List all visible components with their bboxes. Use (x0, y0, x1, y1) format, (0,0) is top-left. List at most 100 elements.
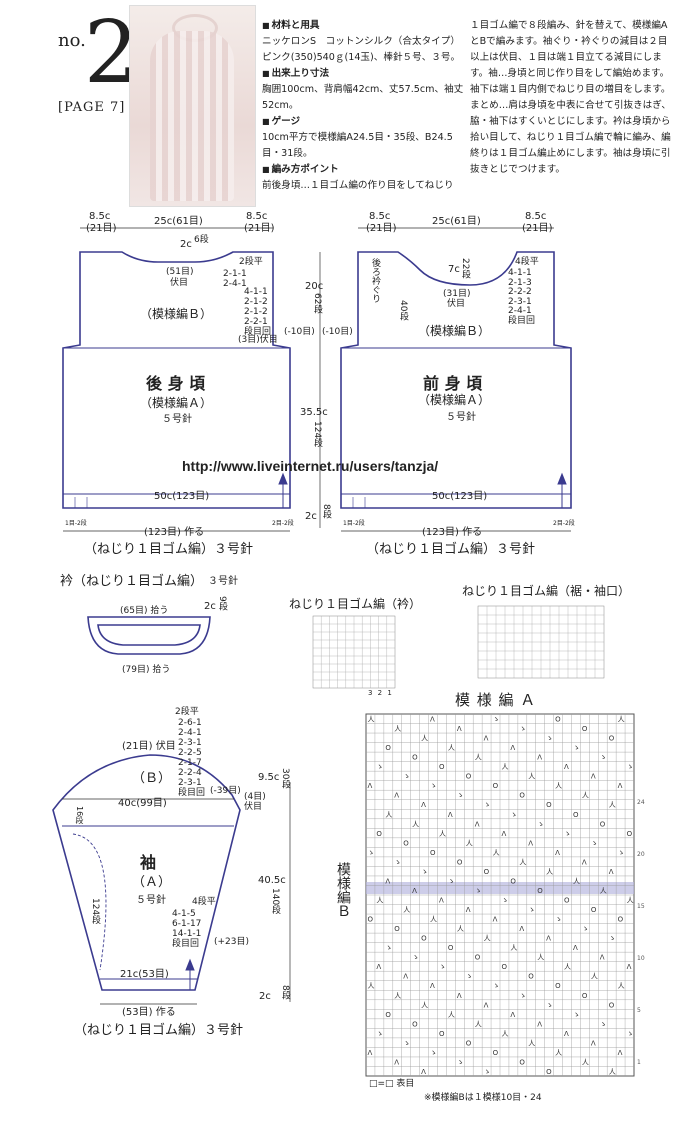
stitch-symbol: O (484, 868, 490, 876)
yoke-height-rows: 62段 (312, 293, 322, 314)
sleeve-body-height-cm: 40.5c (258, 875, 286, 886)
stitch-symbol: ゝ (430, 782, 437, 790)
sleeve-inc: 4-1-5 6-1-17 14-1-1 段目回 (172, 909, 202, 949)
front-neck-dec: 4-1-1 2-1-3 2-2-2 2-3-1 2-4-1 段目回 (508, 268, 536, 326)
back-pattern-b: （模様編Ｂ） (140, 307, 213, 321)
stitch-symbol: O (448, 944, 454, 952)
stitch-symbol: Λ (421, 1068, 426, 1076)
stitch-symbol: O (475, 954, 481, 962)
stitch-symbol: ゝ (368, 849, 375, 857)
method-text: 前後身頃…１目ゴム編の作り目をしてねじり (262, 180, 454, 191)
stitch-symbol: ゝ (573, 1011, 580, 1019)
back-top-right-width: 8.5c (246, 211, 268, 222)
front-pattern-a: （模様編Ａ） (418, 393, 491, 407)
stitch-symbol: O (555, 716, 561, 724)
stitch-symbol: 人 (430, 916, 437, 924)
stitch-symbol: ゝ (412, 954, 419, 962)
stitch-symbol: Λ (609, 868, 614, 876)
stitch-symbol: ゝ (484, 1068, 491, 1076)
stitch-symbol: O (582, 725, 588, 733)
stitch-symbol: O (600, 820, 606, 828)
stitch-symbol: 人 (475, 754, 482, 762)
sleeve-pattern-a: （Ａ） (132, 875, 172, 890)
stitch-symbol: Λ (555, 849, 560, 857)
stitch-symbol: 人 (582, 792, 589, 800)
stitch-symbol: ゝ (528, 906, 535, 914)
front-neck-dec-head: 4段平 (515, 257, 539, 267)
stitch-symbol: 人 (573, 877, 580, 885)
stitch-symbol: 人 (466, 839, 473, 847)
stitch-symbol: 人 (600, 887, 607, 895)
stitch-symbol: 人 (519, 858, 526, 866)
stitch-symbol: Λ (519, 925, 524, 933)
stitch-symbol: 人 (546, 868, 553, 876)
stitch-symbol: O (609, 735, 615, 743)
stitch-symbol: 人 (412, 820, 419, 828)
back-neck-dec: 2-1-1 2-4-1 (223, 269, 247, 289)
stitch-symbol: ゝ (546, 1001, 553, 1009)
stitch-symbol: O (439, 1030, 445, 1038)
stitch-symbol: Λ (376, 963, 381, 971)
stitch-symbol: O (510, 877, 516, 885)
stitch-symbol: 人 (394, 992, 401, 1000)
stitch-symbol: Λ (394, 792, 399, 800)
back-neck-cm: 2c (180, 239, 192, 250)
stitch-symbol: O (573, 811, 579, 819)
stitch-symbol: Λ (484, 1001, 489, 1009)
rib-collar-chart-title: ねじり１目ゴム編（衿） (289, 597, 422, 611)
stitch-symbol: O (412, 754, 418, 762)
stitch-symbol: 人 (618, 716, 625, 724)
back-minus10: (-10目) (284, 327, 315, 337)
stitch-symbol: O (466, 1039, 472, 1047)
size-heading: 出来上り寸法 (262, 66, 467, 82)
stitch-symbol: O (385, 1011, 391, 1019)
front-top-right-width: 8.5c (525, 211, 547, 222)
collar-needle: ３号針 (208, 576, 238, 587)
stitch-symbol: Λ (368, 1049, 373, 1057)
materials-info: 材料と用具 ニッケロンS コットンシルク（合太タイプ）ピンク(350)540ｇ(… (262, 18, 467, 194)
stitch-symbol: O (519, 1058, 525, 1066)
stitch-symbol: 人 (537, 954, 544, 962)
chart-legend: □=□ 表目 (369, 1079, 415, 1089)
stitch-symbol: 人 (439, 830, 446, 838)
stitch-symbol: O (466, 773, 472, 781)
front-minus10: (-10目) (322, 327, 353, 337)
stitch-symbol: O (493, 782, 499, 790)
stitch-symbol: ゝ (466, 973, 473, 981)
back-pattern-a: （模様編Ａ） (140, 396, 213, 410)
rib-height-cm: 2c (305, 511, 317, 522)
stitch-symbol: 人 (555, 1049, 562, 1057)
back-corner-right: 2目-2段 (272, 520, 294, 527)
sleeve-needle: ５号針 (136, 895, 166, 906)
chart-row-number: 15 (637, 903, 645, 910)
sleeve-rib-height-cm: 2c (259, 991, 271, 1002)
gauge-text: 10cm平方で模様編A24.5目・35段、B24.5目・31段。 (262, 132, 453, 159)
stitch-symbol: ゝ (609, 935, 616, 943)
stitch-symbol: Λ (466, 906, 471, 914)
pattern-a-title: 模 様 編 Ａ (455, 691, 537, 709)
stitch-symbol: Λ (537, 754, 542, 762)
stitch-symbol: O (421, 935, 427, 943)
stitch-symbol: Λ (618, 1049, 623, 1057)
stitch-symbol: ゝ (627, 1030, 634, 1038)
front-top-left-stitches: (21目) (366, 223, 397, 234)
stitch-symbol: ゝ (403, 773, 410, 781)
stitch-symbol: 人 (510, 944, 517, 952)
sleeve-cap-head: 2段平 (175, 707, 199, 717)
back-armhole-bind: (3目)伏目 (238, 335, 278, 345)
yoke-height-cm: 20c (305, 281, 324, 292)
stitch-symbol: ゝ (573, 744, 580, 752)
stitch-symbol: O (555, 982, 561, 990)
stitch-symbol: ゝ (421, 868, 428, 876)
stitch-symbol: 人 (627, 897, 634, 905)
stitch-symbol: 人 (493, 849, 500, 857)
back-width: 50c(123目) (154, 491, 210, 502)
chart-note: ※模様編Bは１模様10目・24 (424, 1093, 542, 1103)
stitch-symbol: O (502, 963, 508, 971)
sleeve-cap-height-rows: 30段 (280, 768, 290, 789)
stitch-symbol: Λ (430, 716, 435, 724)
stitch-symbol: O (546, 801, 552, 809)
stitch-symbol: O (385, 744, 391, 752)
stitch-symbol: 人 (591, 973, 598, 981)
front-neck-bind-label: 伏目 (447, 299, 466, 309)
